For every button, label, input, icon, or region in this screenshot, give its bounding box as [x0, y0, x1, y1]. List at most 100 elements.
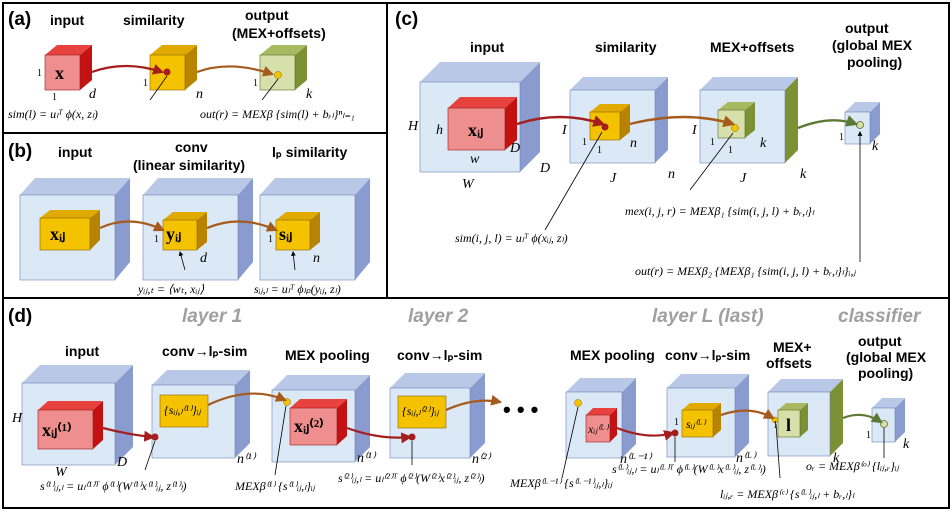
panel-d-arrow-mex1-to-conv2	[346, 426, 413, 444]
panel-c-output-sub2: pooling)	[847, 54, 902, 70]
panel-d-layer1-label: layer 1	[182, 306, 242, 327]
panel-c-one: 1	[710, 137, 715, 148]
panel-b-y-cell: yᵢⱼ	[166, 224, 181, 244]
panel-c-arrow-sim-to-mex	[629, 115, 736, 128]
panel-c-sim-equation: sim(i, j, l) = uₗᵀ ϕ(xᵢⱼ, zₗ)	[455, 231, 568, 245]
panel-d-mexoff-sub-label: offsets	[766, 355, 812, 371]
panel-d-tag: (d)	[8, 306, 32, 327]
panel-d-nL1-label: n⁽ᴸ⁻¹⁾	[620, 452, 653, 467]
panel-b-one: 1	[268, 234, 273, 245]
panel-b-pointer	[178, 251, 186, 271]
panel-b-s-equation: sᵢⱼ,ₗ = uₗᵀ ϕₗₚ(yᵢⱼ, zₗ)	[254, 282, 341, 296]
panel-a-n-label: n	[196, 87, 203, 102]
panel-c-tag: (c)	[395, 9, 418, 30]
panel-d-mexL-block: xᵢⱼ⁽ᴸ⁾	[565, 378, 636, 459]
panel-b-conv-block: yᵢⱼ	[142, 178, 253, 281]
panel-d-l-equation: lᵢⱼ,ᵣ = MEXβ⁽ᶜ⁾ {s⁽ᴸ⁾ᵢⱼ,ₗ + bᵣ,ₗ}ₗ	[720, 487, 855, 501]
panel-d-output-sub1: (global MEX	[846, 349, 927, 365]
panel-c-one: 1	[728, 145, 733, 156]
panel-c-input-block: xᵢⱼ	[419, 62, 540, 173]
panel-d-s1-cell: {sᵢⱼ,ₗ⁽¹⁾}ᵢⱼ	[164, 403, 202, 417]
panel-d-pointer	[274, 405, 287, 476]
panel-d-s2-equation: s⁽²⁾ᵢⱼ,ₗ = uₗ⁽²⁾ᵀ ϕ⁽²⁾(W⁽²⁾x⁽²⁾ᵢⱼ, z⁽²⁾ₗ…	[338, 471, 485, 485]
panel-d-n2-label: n⁽²⁾	[472, 452, 492, 467]
panel-c-mex-label: MEX+offsets	[710, 39, 795, 55]
panel-d-ellipsis: • • •	[503, 397, 538, 422]
panel-c-out-equation: out(r) = MEXβ₂ {MEXβ₁ {sim(i, j, l) + bᵣ…	[635, 264, 856, 278]
panel-d-D-label: D	[116, 455, 127, 470]
panel-d-arrow-mexL-to-convL	[616, 426, 676, 441]
panel-a: (a) input similarity output (MEX+offsets…	[8, 7, 355, 121]
panel-d-o-equation: oᵣ = MEXβ⁽ᵒ⁾ {lᵢⱼ,ᵣ}ᵢⱼ	[806, 459, 900, 473]
panel-a-k-label: k	[306, 87, 313, 102]
panel-a-similarity-label: similarity	[123, 12, 185, 28]
panel-c-one: 1	[597, 145, 602, 156]
panel-c-I2-label: I	[691, 123, 698, 138]
panel-a-output-label: output	[245, 7, 289, 23]
panel-c-w-label: w	[470, 152, 480, 167]
panel-c-mex-block	[699, 77, 798, 164]
panel-d-k-label: k	[833, 451, 840, 466]
panel-d-conv2-label: conv→lₚ-sim	[397, 347, 482, 363]
panel-d: (d) layer 1 layer 2 layer L (last) class…	[8, 306, 927, 501]
panel-c-arrow-mex-to-out	[797, 115, 859, 130]
panel-d-nL-label: n⁽ᴸ⁾	[736, 451, 757, 466]
panel-a-output-cube	[259, 45, 307, 91]
panel-a-tag: (a)	[8, 9, 31, 30]
panel-d-output-label: output	[858, 333, 902, 349]
panel-a-d-label: d	[89, 87, 97, 102]
panel-d-x1-cell: xᵢⱼ⁽¹⁾	[42, 420, 72, 440]
panel-a-one: 1	[37, 68, 42, 79]
panel-a-one: 1	[143, 78, 148, 89]
panel-c-H-label: H	[407, 119, 419, 134]
panel-d-arrow-conv1-to-mex1	[207, 391, 288, 406]
panel-b-one: 1	[154, 234, 159, 245]
panel-d-x2-cell: xᵢⱼ⁽²⁾	[294, 416, 324, 436]
panel-d-one: 1	[674, 417, 679, 428]
panel-d-arrow-input-to-conv1	[102, 426, 156, 442]
panel-d-mex1-equation: MEXβ⁽¹⁾ {s⁽¹⁾ᵢⱼ,ₗ}ᵢⱼ	[234, 479, 316, 493]
panel-d-layerL-label: layer L (last)	[652, 306, 764, 327]
panel-a-similarity-cube	[149, 45, 197, 91]
panel-a-out-equation: out(r) = MEXβ {sim(l) + bᵣₗ}ⁿₗ₌₁	[200, 107, 355, 121]
panel-a-output-sub-label: (MEX+offsets)	[232, 25, 326, 41]
panel-c-J2-label: J	[740, 171, 747, 186]
panel-d-mexL-equation: MEXβ⁽ᴸ⁻¹⁾ {s⁽ᴸ⁻¹⁾ᵢⱼ,ₗ}ᵢⱼ	[509, 476, 613, 490]
panel-d-mexL-label: MEX pooling	[570, 347, 655, 363]
panel-c-n-inner-label: n	[630, 136, 637, 151]
panel-b-arrow-conv-to-lp	[206, 220, 279, 232]
panel-d-conv1-block: {sᵢⱼ,ₗ⁽¹⁾}ᵢⱼ	[151, 370, 250, 459]
panel-a-input-label: input	[50, 12, 85, 28]
panel-d-convL-label: conv→lₚ-sim	[665, 347, 750, 363]
panel-d-pointer	[144, 440, 156, 471]
panel-c-output-label: output	[845, 20, 889, 36]
panel-d-layer2-label: layer 2	[408, 306, 469, 327]
panel-c-mex-equation: mex(i, j, r) = MEXβ₁ {sim(i, j, l) + bᵣ,…	[625, 204, 815, 218]
panel-d-arrow-conv2-out	[445, 394, 503, 412]
panel-a-sim-equation: sim(l) = uₗᵀ ϕ(x, zₗ)	[8, 107, 98, 121]
panel-b-conv-sub-label: (linear similarity)	[133, 157, 245, 173]
panel-a-pointer	[261, 78, 279, 101]
panel-d-convL-block: sᵢⱼ⁽ᴸ⁾	[666, 374, 749, 458]
panel-d-classifier-label: classifier	[838, 306, 922, 327]
panel-d-output-sub2: pooling)	[858, 365, 913, 381]
panel-c-k-inner-label: k	[760, 136, 767, 151]
panel-d-mex1-block: xᵢⱼ⁽²⁾	[271, 375, 370, 463]
panel-d-s1-equation: s⁽¹⁾ᵢⱼ,ₗ = uₗ⁽¹⁾ᵀ ϕ⁽¹⁾(W⁽¹⁾x⁽¹⁾ᵢⱼ, z⁽¹⁾ₗ…	[40, 479, 187, 493]
panel-a-arrow-input-to-sim	[91, 64, 165, 75]
panel-c-one: 1	[582, 137, 587, 148]
panel-b-x-cell: xᵢⱼ	[50, 224, 65, 244]
panel-c-D-inner-label: D	[509, 141, 520, 156]
panel-b-input-block: xᵢⱼ	[19, 178, 130, 281]
panel-b-lp-sim-label: lₚ similarity	[272, 144, 347, 160]
panel-c-h-label: h	[436, 123, 443, 138]
panel-b-n-label: n	[313, 251, 320, 266]
panel-d-s2-cell: {sᵢⱼ,ₗ⁽²⁾}ᵢⱼ	[402, 404, 440, 418]
panel-c-J-label: J	[610, 171, 617, 186]
panel-c-output-sub1: (global MEX	[832, 37, 913, 53]
panel-c-pointer	[544, 131, 603, 231]
panel-a-arrow-sim-to-out	[196, 65, 275, 77]
panel-a-x-cell: x	[55, 63, 64, 83]
panel-c-k-label: k	[800, 167, 807, 182]
